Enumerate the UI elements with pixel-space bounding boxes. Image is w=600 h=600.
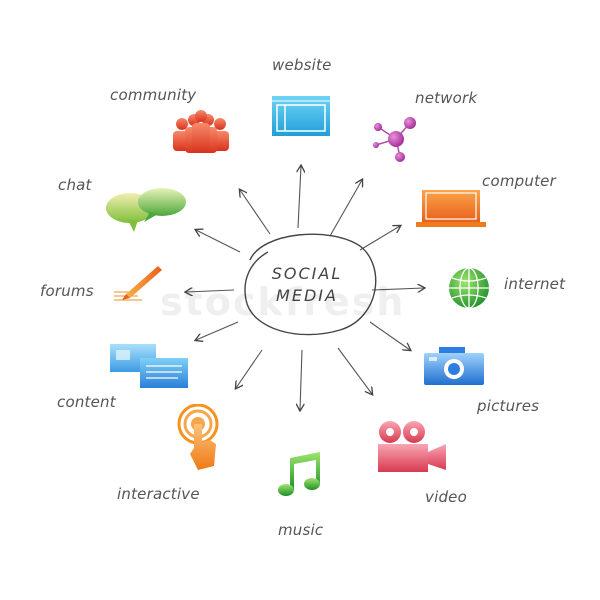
label-chat: chat [58,176,92,194]
video-camera-icon [378,421,446,472]
center-title-line2: MEDIA [276,286,338,305]
arrow-interactive [236,349,263,388]
arrow-community [240,190,271,235]
arrow-video [337,347,372,394]
label-community: community [110,86,197,104]
arrow-chat [196,230,241,253]
arrow-music [300,349,302,410]
chat-icon [106,188,186,232]
music-note-icon [278,452,320,496]
arrow-forums [186,290,235,292]
label-video: video [425,488,467,506]
label-music: music [278,521,324,539]
label-website: website [272,56,332,74]
label-content: content [57,393,116,411]
globe-icon [449,267,489,309]
watermark-text: stockfresh [160,280,406,324]
content-icon [110,344,188,388]
arrow-content [196,321,239,340]
pencil-icon [114,266,162,301]
arrow-internet [371,288,424,290]
network-icon [373,117,416,162]
label-pictures: pictures [477,397,540,415]
touch-icon [177,404,219,470]
community-icon [173,110,229,153]
arrow-pictures [369,321,410,350]
label-computer: computer [482,172,556,190]
label-forums: forums [40,282,94,300]
website-icon [272,96,330,136]
arrow-website [298,166,301,229]
camera-icon [424,347,484,385]
computer-icon [416,190,486,227]
label-network: network [415,89,478,107]
label-interactive: interactive [117,485,200,503]
arrow-network [329,180,362,237]
label-internet: internet [504,275,566,293]
arrow-computer [359,226,400,251]
center-circle [244,233,377,336]
center-title-line1: SOCIAL [271,264,343,283]
